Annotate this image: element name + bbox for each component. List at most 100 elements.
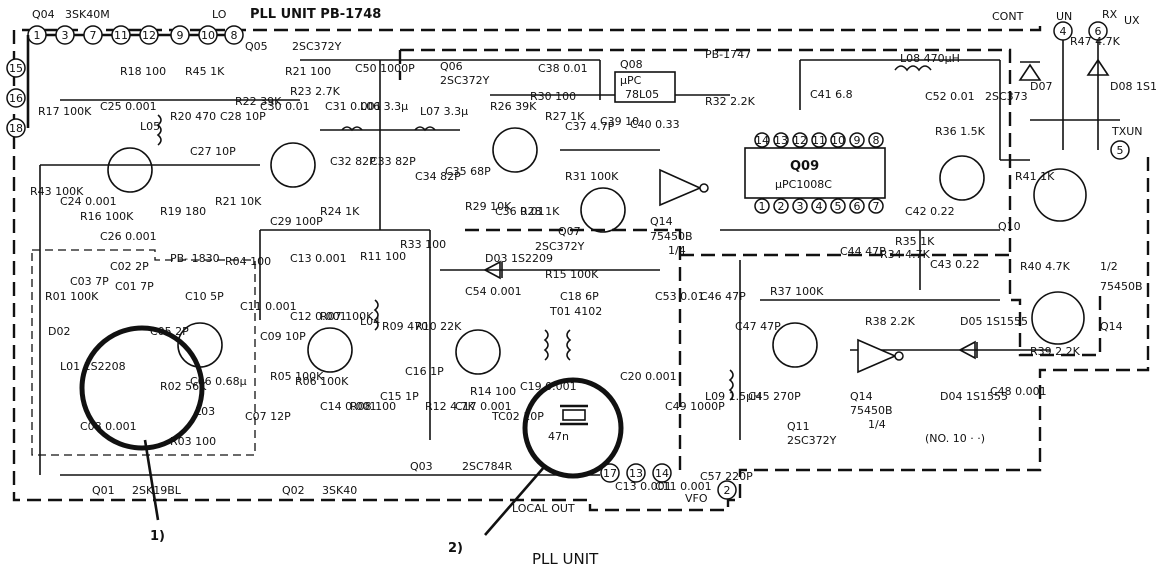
component-label: R17 100K: [38, 105, 92, 118]
lbl-lo: LO: [212, 8, 227, 21]
component-label: R19 180: [160, 205, 206, 218]
component-label: R30 100: [530, 90, 576, 103]
component-label: R29 10K: [465, 200, 512, 213]
q05-symbol: [270, 142, 316, 188]
component-label: C17 0.001: [455, 400, 512, 413]
component-label: C31 0.001: [325, 100, 382, 113]
mark-1: 1): [150, 529, 165, 544]
q08-ic: [614, 71, 676, 103]
lbl-cont: CONT: [992, 10, 1024, 23]
lbl-q14a: Q14: [650, 215, 673, 228]
component-label: R47 4.7K: [1070, 35, 1121, 48]
lbl-q14c-frac: 1/2: [1100, 260, 1118, 273]
component-label: R32 2.2K: [705, 95, 756, 108]
lbl-q05: Q05: [245, 40, 268, 53]
lbl-q14b-frac: 1/4: [868, 418, 886, 431]
svg-text:2: 2: [724, 484, 731, 497]
q14a-inverter: [659, 168, 702, 207]
lbl-q07-part: 2SC372Y: [535, 240, 585, 253]
component-label: D02: [48, 325, 70, 338]
q09-pin: [830, 132, 846, 148]
component-label: C45 270P: [748, 390, 801, 403]
board-pb1747: PB-1747: [705, 48, 751, 61]
component-label: C43 0.22: [930, 258, 980, 271]
component-label: C46 47P: [700, 290, 746, 303]
lbl-q02: Q02: [282, 484, 305, 497]
component-label: C05 2P: [150, 325, 189, 338]
lbl-q01: Q01: [92, 484, 115, 497]
component-label: C09 10P: [260, 330, 306, 343]
pin-numbers: 1 3 7 11 12 9 10 8 15 16 18 4 6 5 17 13 …: [9, 25, 1124, 497]
svg-text:6: 6: [1095, 25, 1102, 38]
q09-pin: [830, 198, 846, 214]
transistor-symbols: [107, 127, 1087, 375]
svg-text:7: 7: [90, 29, 97, 42]
coil-l09: [728, 369, 734, 401]
coil-t01: [543, 329, 572, 361]
lbl-q01-part: 2SK19BL: [132, 484, 182, 497]
q09-pin: [849, 198, 865, 214]
component-label: R24 1K: [320, 205, 360, 218]
component-label: C11 0.001: [655, 480, 712, 493]
component-label: C36 0.01: [495, 205, 545, 218]
highlight-1: [79, 325, 205, 451]
component-label: C35 68P: [445, 165, 491, 178]
svg-text:16: 16: [9, 92, 23, 105]
component-label: R43 100K: [30, 185, 84, 198]
q09-pin: [773, 132, 789, 148]
component-label: C53 0.01: [655, 290, 705, 303]
component-label: D05 1S1555: [960, 315, 1028, 328]
lbl-q14a-frac: 1/4: [668, 244, 686, 257]
component-label: C44 47P: [840, 245, 886, 258]
lbl-rx: RX: [1102, 8, 1118, 21]
component-label: R21 100: [285, 65, 331, 78]
highlight-2: [522, 377, 624, 479]
component-label: L03: [195, 405, 215, 418]
component-label: R33 100: [400, 238, 446, 251]
component-label: R28 1K: [520, 205, 560, 218]
component-label: R26 39K: [490, 100, 537, 113]
q09-pin: [868, 132, 884, 148]
component-label: C13 0.001: [290, 252, 347, 265]
pb1830-boundary: [31, 249, 256, 456]
lbl-q05-part: 2SC372Y: [292, 40, 342, 53]
component-label: C27 10P: [190, 145, 236, 158]
component-label: C47 47P: [735, 320, 781, 333]
component-label: R41 1K: [1015, 170, 1055, 183]
component-label: R34 4.7K: [880, 248, 931, 261]
component-label: C49 1000P: [665, 400, 725, 413]
component-label: R40 4.7K: [1020, 260, 1071, 273]
lbl-q08-part2: 78L05: [625, 88, 659, 101]
q09-pin: [811, 132, 827, 148]
d07-diode: [1018, 61, 1042, 81]
q09-pin-label: 7: [873, 200, 880, 213]
component-label: C34 82P: [415, 170, 461, 183]
q09-pin: [754, 132, 770, 148]
q10-symbol: [939, 155, 985, 201]
q09-pin: [811, 198, 827, 214]
q09-pin-label: 12: [793, 134, 807, 147]
pb1748-boundary: [12, 20, 1150, 512]
q09-pin-label: 3: [797, 200, 804, 213]
component-label: C15 1P: [380, 390, 419, 403]
q06-symbol: [492, 127, 538, 173]
q09-pin-label: 10: [831, 134, 845, 147]
d03-diode: [483, 260, 503, 280]
lbl-ux: UX: [1124, 14, 1140, 27]
q14b-inverter: [857, 338, 898, 374]
component-label: C06 0.68µ: [190, 375, 247, 388]
q09-pin: [792, 198, 808, 214]
component-label: C32 82P: [330, 155, 376, 168]
component-label: R22 39K: [235, 95, 282, 108]
component-label: R01 100K: [45, 290, 99, 303]
component-label: C38 0.01: [538, 62, 588, 75]
q09-pin: [849, 132, 865, 148]
q14c-symbol-b: [1031, 291, 1085, 345]
q09-pin-label: 9: [854, 134, 861, 147]
svg-text:8: 8: [231, 29, 238, 42]
component-label: C20 0.001: [620, 370, 677, 383]
svg-text:1: 1: [34, 29, 41, 42]
coil-l08: [894, 65, 932, 72]
